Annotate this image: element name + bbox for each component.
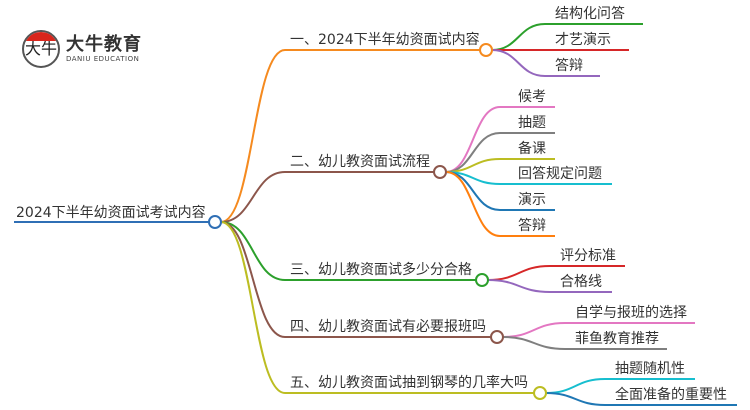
child-connector	[487, 265, 625, 281]
branch-label: 四、幼儿教资面试有必要报班吗	[290, 319, 486, 335]
logo: 大牛 大牛教育 DANIU EDUCATION	[22, 30, 142, 68]
logo-mark-icon: 大牛	[22, 30, 60, 68]
child-label: 合格线	[560, 274, 602, 290]
child-label: 回答规定问题	[518, 165, 602, 182]
logo-name: 大牛教育	[66, 34, 142, 55]
child-label: 备课	[518, 140, 546, 157]
branch-node-circle	[433, 165, 447, 179]
child-label: 自学与报班的选择	[575, 305, 687, 321]
child-label: 答辩	[555, 57, 583, 74]
branch-label: 一、2024下半年幼资面试内容	[290, 31, 480, 48]
branch-node-circle	[479, 43, 493, 57]
branch-connector	[220, 221, 491, 338]
child-label: 答辩	[518, 217, 546, 234]
child-label: 菲鱼教育推荐	[575, 330, 659, 347]
child-connector	[502, 336, 667, 350]
child-connector	[445, 106, 555, 173]
child-label: 候考	[518, 89, 546, 105]
branch-node-circle	[490, 330, 504, 344]
root-node-circle	[208, 215, 222, 229]
branch-node-circle	[533, 386, 547, 400]
child-label: 全面准备的重要性	[615, 386, 727, 403]
branch-connector	[220, 221, 534, 394]
child-label: 才艺演示	[555, 32, 611, 48]
root-label: 2024下半年幼资面试考试内容	[16, 204, 206, 221]
branch-node-circle	[475, 273, 489, 287]
branch-label: 三、幼儿教资面试多少分合格	[290, 261, 472, 278]
branch-connector	[220, 171, 434, 223]
child-connector	[545, 392, 737, 406]
branch-label: 二、幼儿教资面试流程	[290, 154, 430, 170]
logo-subtitle: DANIU EDUCATION	[66, 55, 140, 63]
child-label: 抽题	[518, 115, 546, 131]
child-connector	[445, 132, 555, 173]
branch-label: 五、幼儿教资面试抽到钢琴的几率大吗	[290, 374, 528, 391]
child-connector	[491, 49, 600, 77]
branch-connector	[220, 221, 476, 281]
child-connector	[487, 279, 612, 293]
child-label: 演示	[518, 192, 546, 208]
branch-connector	[220, 49, 480, 223]
child-label: 抽题随机性	[615, 361, 685, 377]
child-label: 结构化问答	[555, 5, 625, 22]
child-label: 评分标准	[560, 248, 616, 264]
child-connector	[445, 171, 555, 237]
